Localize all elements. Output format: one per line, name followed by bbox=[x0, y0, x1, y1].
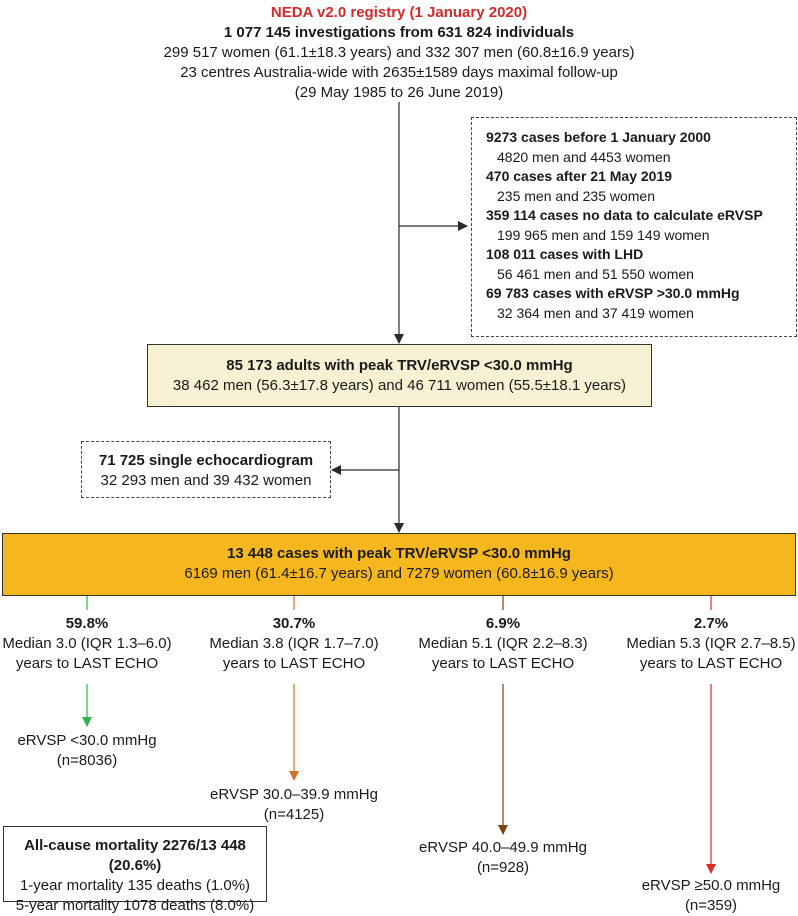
exclusion-5-sub: 32 364 men and 37 419 women bbox=[497, 304, 694, 321]
branch-3: 6.9% Median 5.1 (IQR 2.2–8.3) years to L… bbox=[403, 614, 603, 674]
branch-3-years: years to LAST ECHO bbox=[431, 655, 575, 672]
branch-2-outcome: eRVSP 30.0–39.9 mmHg (n=4125) bbox=[194, 785, 394, 825]
branch-3-outcome-label: eRVSP 40.0–49.9 mmHg bbox=[419, 839, 587, 856]
single-echo-box: 71 725 single echocardiogram 32 293 men … bbox=[81, 441, 331, 498]
branch-4-n: (n=359) bbox=[684, 897, 738, 914]
branch-3-outcome: eRVSP 40.0–49.9 mmHg (n=928) bbox=[403, 838, 603, 878]
exclusion-2-head: 470 cases after 21 May 2019 bbox=[486, 168, 673, 184]
cases-count: 13 448 cases with peak TRV/eRVSP <30.0 m… bbox=[227, 545, 571, 562]
exclusion-4-sub: 56 461 men and 51 550 women bbox=[497, 265, 694, 282]
branch-2-pct: 30.7% bbox=[272, 615, 316, 632]
branch-4-years: years to LAST ECHO bbox=[639, 655, 783, 672]
branch-1-median: Median 3.0 (IQR 1.3–6.0) bbox=[2, 635, 172, 652]
exclusion-1-sub: 4820 men and 4453 women bbox=[497, 148, 671, 165]
investigations-line: 1 077 145 investigations from 631 824 in… bbox=[223, 24, 575, 41]
exclusion-2-sub: 235 men and 235 women bbox=[497, 187, 655, 204]
exclusion-1-head: 9273 cases before 1 January 2000 bbox=[486, 129, 711, 145]
branch-2-median: Median 3.8 (IQR 1.7–7.0) bbox=[209, 635, 379, 652]
exclusion-4-head: 108 011 cases with LHD bbox=[486, 246, 644, 262]
branch-1-outcome: eRVSP <30.0 mmHg (n=8036) bbox=[0, 731, 187, 771]
branch-1-n: (n=8036) bbox=[56, 752, 118, 769]
date-range-line: (29 May 1985 to 26 June 2019) bbox=[294, 84, 504, 101]
branch-3-median: Median 5.1 (IQR 2.2–8.3) bbox=[418, 635, 588, 652]
registry-header: NEDA v2.0 registry (1 January 2020) 1 07… bbox=[0, 3, 798, 103]
branch-4-pct: 2.7% bbox=[693, 615, 729, 632]
branch-3-pct: 6.9% bbox=[485, 615, 521, 632]
adults-box: 85 173 adults with peak TRV/eRVSP <30.0 … bbox=[147, 344, 652, 407]
branch-1-pct: 59.8% bbox=[65, 615, 109, 632]
demographics-line: 299 517 women (61.1±18.3 years) and 332 … bbox=[163, 44, 635, 61]
branch-3-n: (n=928) bbox=[476, 859, 530, 876]
single-echo-count: 71 725 single echocardiogram bbox=[98, 452, 314, 469]
adults-count: 85 173 adults with peak TRV/eRVSP <30.0 … bbox=[226, 357, 573, 374]
mortality-5-year: 5-year mortality 1078 deaths (8.0%) bbox=[15, 897, 255, 914]
mortality-box: All-cause mortality 2276/13 448 (20.6%) … bbox=[3, 826, 267, 914]
branch-4-median: Median 5.3 (IQR 2.7–8.5) bbox=[626, 635, 796, 652]
branch-2-n: (n=4125) bbox=[263, 806, 325, 823]
mortality-1-year: 1-year mortality 135 deaths (1.0%) bbox=[19, 877, 251, 894]
centres-line: 23 centres Australia-wide with 2635±1589… bbox=[180, 64, 618, 81]
exclusion-3-sub: 199 965 men and 159 149 women bbox=[497, 226, 710, 243]
branch-1-years: years to LAST ECHO bbox=[15, 655, 159, 672]
exclusion-3-head: 359 114 cases no data to calculate eRVSP bbox=[486, 207, 763, 223]
branch-4-outcome: eRVSP ≥50.0 mmHg (n=359) bbox=[611, 876, 798, 916]
branch-1-outcome-label: eRVSP <30.0 mmHg bbox=[17, 732, 157, 749]
branch-1: 59.8% Median 3.0 (IQR 1.3–6.0) years to … bbox=[0, 614, 187, 674]
cases-demographics: 6169 men (61.4±16.7 years) and 7279 wome… bbox=[184, 565, 614, 582]
branch-4-outcome-label: eRVSP ≥50.0 mmHg bbox=[641, 877, 781, 894]
branch-2-years: years to LAST ECHO bbox=[222, 655, 366, 672]
cases-box: 13 448 cases with peak TRV/eRVSP <30.0 m… bbox=[2, 533, 796, 596]
mortality-total: All-cause mortality 2276/13 448 (20.6%) bbox=[24, 837, 246, 874]
branch-2: 30.7% Median 3.8 (IQR 1.7–7.0) years to … bbox=[194, 614, 394, 674]
branch-2-outcome-label: eRVSP 30.0–39.9 mmHg bbox=[210, 786, 378, 803]
exclusion-5-head: 69 783 cases with eRVSP >30.0 mmHg bbox=[486, 285, 740, 301]
adults-demographics: 38 462 men (56.3±17.8 years) and 46 711 … bbox=[172, 377, 627, 394]
exclusions-box: 9273 cases before 1 January 2000 4820 me… bbox=[471, 117, 797, 337]
registry-title: NEDA v2.0 registry (1 January 2020) bbox=[270, 4, 528, 21]
branch-4: 2.7% Median 5.3 (IQR 2.7–8.5) years to L… bbox=[611, 614, 798, 674]
single-echo-demographics: 32 293 men and 39 432 women bbox=[100, 472, 312, 489]
